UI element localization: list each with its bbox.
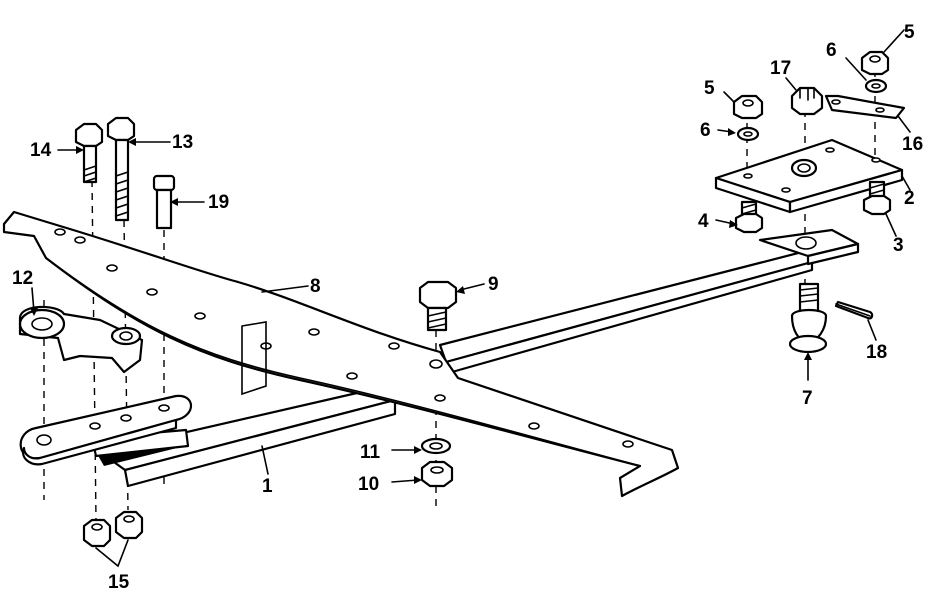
bolt-9 [418, 280, 458, 332]
washer-6-right [864, 78, 888, 94]
main-curved-plate [2, 210, 680, 498]
callout-2: 2 [904, 188, 915, 209]
callout-18: 18 [866, 342, 887, 363]
callout-12: 12 [12, 268, 33, 289]
castle-nut-17 [790, 86, 824, 116]
bolt-13 [106, 116, 136, 222]
washer-6-left [736, 126, 760, 142]
right-end-pad [758, 228, 860, 266]
channel-bar [90, 388, 397, 488]
callout-15: 15 [108, 572, 130, 593]
lock-washer-11 [420, 437, 452, 455]
leader-lines [30, 29, 911, 568]
cross-tie-bar [438, 248, 814, 374]
callout-17: 17 [770, 58, 791, 79]
callout-7: 7 [802, 388, 813, 409]
callout-4: 4 [698, 211, 709, 232]
callout-8: 8 [310, 276, 321, 297]
cotter-pin-18 [834, 300, 874, 320]
callout-5-left: 5 [704, 78, 715, 99]
callout-6-left: 6 [700, 120, 711, 141]
nut-10 [420, 460, 454, 488]
callout-3: 3 [893, 235, 904, 256]
callout-11: 11 [360, 442, 381, 463]
strap-16 [824, 94, 906, 120]
nut-5-left [732, 94, 764, 120]
callout-10: 10 [358, 474, 379, 495]
callout-14: 14 [30, 140, 52, 161]
left-mounting-plate [19, 321, 267, 466]
bolt-14 [74, 122, 104, 184]
callout-9: 9 [488, 274, 499, 295]
callout-6-right: 6 [826, 40, 837, 61]
pin-19 [152, 174, 176, 230]
plate-2 [714, 138, 904, 214]
nuts-15 [82, 510, 144, 548]
callout-5-right: 5 [904, 22, 915, 43]
callout-16: 16 [902, 134, 923, 155]
callout-1: 1 [262, 476, 273, 497]
bolt-3 [862, 180, 892, 216]
bolt-4 [734, 200, 764, 234]
pivot-bracket [18, 305, 144, 374]
callout-labels: 1 2 3 4 5 5 6 6 7 8 9 10 11 12 13 14 15 … [12, 22, 923, 593]
plate-holes [54, 228, 634, 448]
callout-13: 13 [172, 132, 193, 153]
nut-5-right [860, 50, 890, 76]
ball-joint-7 [788, 282, 828, 354]
callout-19: 19 [208, 192, 229, 213]
